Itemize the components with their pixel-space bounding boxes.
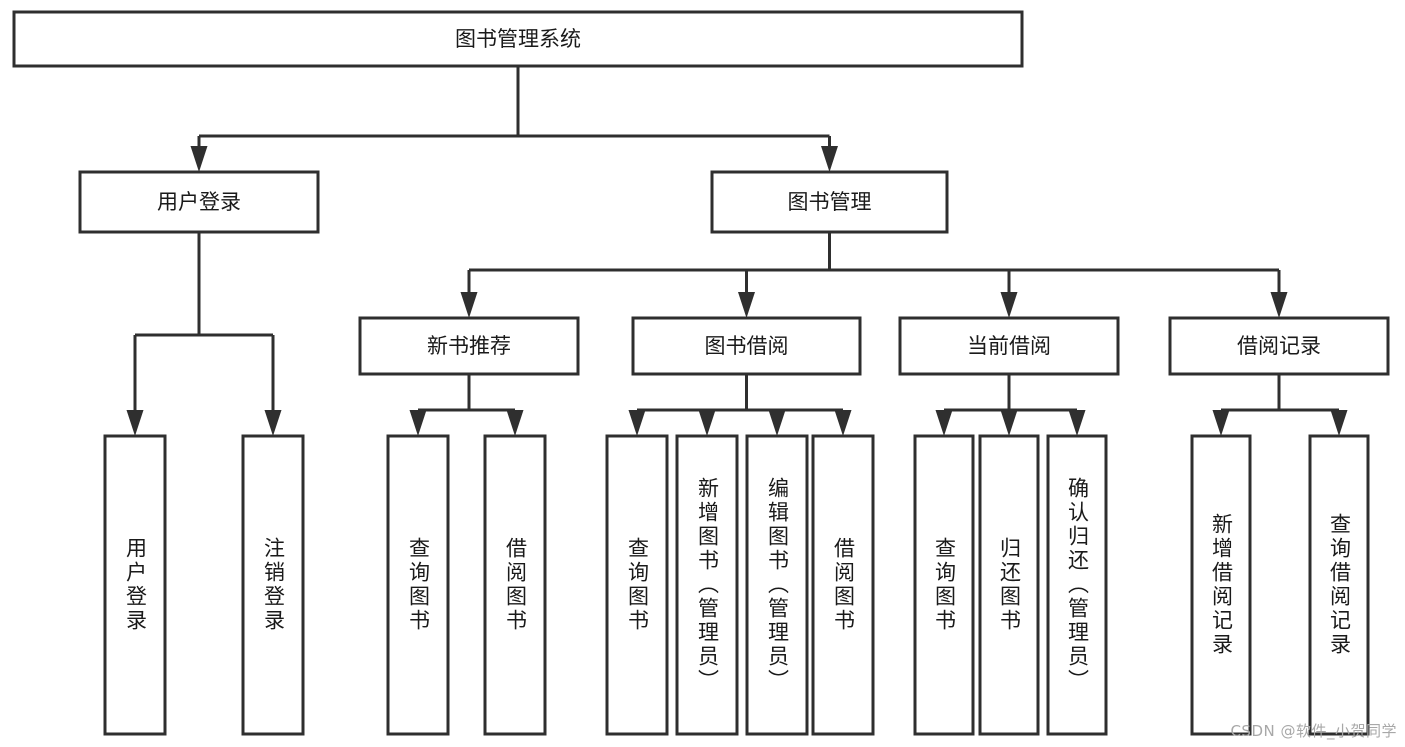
arrow-user-login-to-leaf-logout-head <box>264 410 282 436</box>
arrow-book-borrow-to-leaf-add-book-head <box>698 410 716 436</box>
node-leaf-return-book[interactable] <box>978 434 1040 736</box>
node-label-borrow-record: 借阅记录 <box>1237 334 1321 358</box>
node-root[interactable] <box>12 10 1024 68</box>
node-new-book-recommend[interactable] <box>358 316 580 376</box>
boxes-layer <box>12 10 1390 736</box>
node-label-current-borrow: 当前借阅 <box>967 334 1051 358</box>
connectors-layer <box>126 66 1348 436</box>
node-borrow-record[interactable] <box>1168 316 1390 376</box>
arrow-bm-to-book-borrow-head <box>738 292 755 318</box>
node-leaf-query-borrow-record[interactable] <box>1308 434 1370 736</box>
node-user-login[interactable] <box>78 170 320 234</box>
arrow-book-borrow-to-leaf-borrow-book-head <box>834 410 852 436</box>
node-leaf-borrow-book[interactable] <box>811 434 875 736</box>
node-leaf-logout[interactable] <box>241 434 305 736</box>
arrow-bm-to-borrow-record-head <box>1270 292 1288 318</box>
arrow-book-borrow-to-leaf-edit-book-head <box>768 410 786 436</box>
node-label-book-management: 图书管理 <box>788 190 872 214</box>
arrow-user-login-to-leaf-user-login-head <box>126 410 144 436</box>
node-book-borrow[interactable] <box>631 316 862 376</box>
node-leaf-query-book-recommend[interactable] <box>386 434 450 736</box>
node-leaf-edit-book[interactable] <box>745 434 809 736</box>
arrow-root-to-book-management-head <box>821 146 838 172</box>
node-leaf-query-book-borrow[interactable] <box>605 434 669 736</box>
watermark-text: CSDN @软件_小贺同学 <box>1230 722 1397 740</box>
node-leaf-add-book[interactable] <box>675 434 739 736</box>
node-book-management[interactable] <box>710 170 949 234</box>
arrow-bm-to-current-borrow-head <box>1000 292 1018 318</box>
node-label-book-borrow: 图书借阅 <box>705 334 789 358</box>
arrow-book-borrow-to-leaf-query-book-borrow-head <box>628 410 646 436</box>
node-leaf-borrow-book-recommend[interactable] <box>483 434 547 736</box>
arrow-new-book-recommend-to-leaf-query-book-recommend-head <box>409 410 427 436</box>
arrow-current-borrow-to-leaf-confirm-return-head <box>1068 410 1086 436</box>
node-label-root: 图书管理系统 <box>455 27 581 51</box>
arrow-borrow-record-to-leaf-query-borrow-record-head <box>1330 410 1348 436</box>
node-label-user-login: 用户登录 <box>157 190 241 214</box>
node-leaf-confirm-return[interactable] <box>1046 434 1108 736</box>
node-leaf-user-login[interactable] <box>103 434 167 736</box>
arrow-borrow-record-to-leaf-add-borrow-record-head <box>1212 410 1230 436</box>
arrow-new-book-recommend-to-leaf-borrow-book-recommend-head <box>506 410 524 436</box>
arrow-current-borrow-to-leaf-query-book-current-head <box>935 410 953 436</box>
node-leaf-add-borrow-record[interactable] <box>1190 434 1252 736</box>
arrow-bm-to-new-book-recommend-head <box>460 292 478 318</box>
node-label-new-book-recommend: 新书推荐 <box>427 334 511 358</box>
node-current-borrow[interactable] <box>898 316 1120 376</box>
node-leaf-query-book-current[interactable] <box>913 434 975 736</box>
arrow-root-to-user-login-head <box>190 146 208 172</box>
arrow-current-borrow-to-leaf-return-book-head <box>1000 410 1018 436</box>
